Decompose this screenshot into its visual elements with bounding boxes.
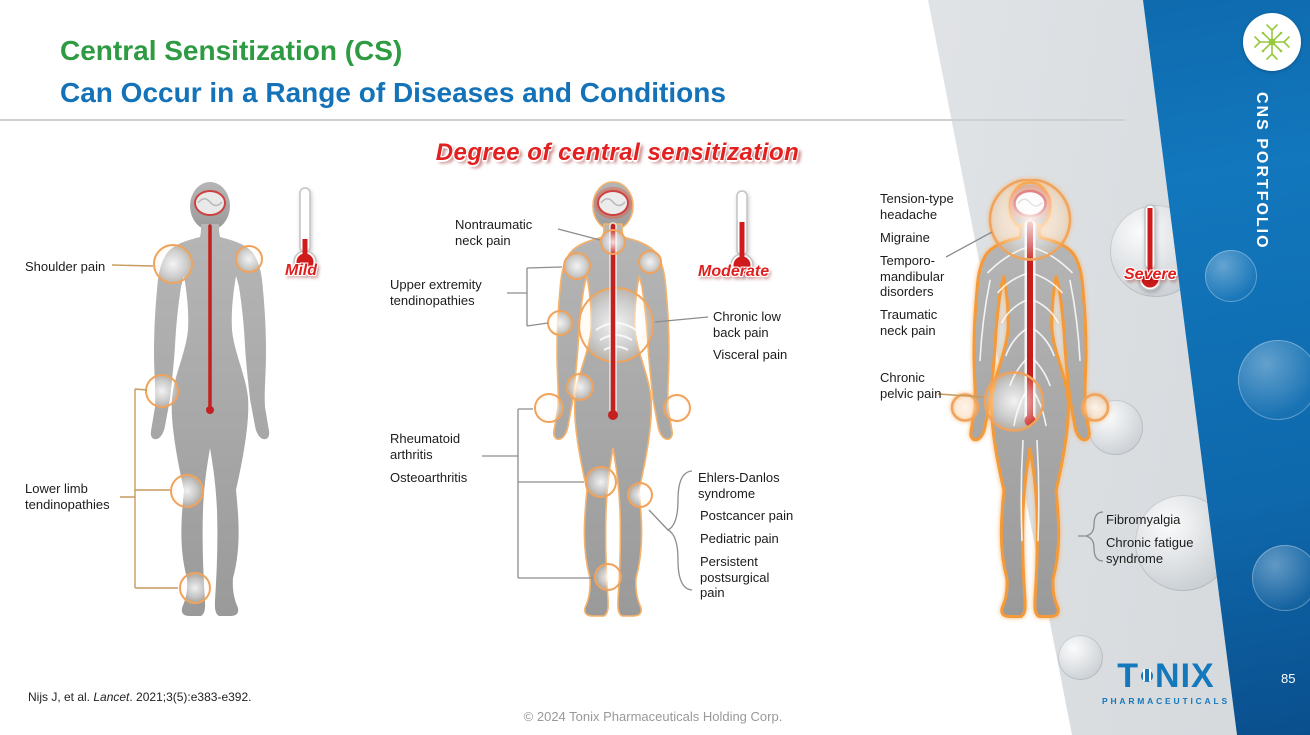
bubble-decoration: [1252, 545, 1310, 611]
citation: Nijs J, et al. Lancet. 2021;3(5):e383-e3…: [28, 690, 251, 704]
thermometer-moderate: [730, 190, 754, 277]
severity-label-mild: Mild: [285, 262, 317, 279]
condition-label: Upper extremity tendinopathies: [390, 277, 482, 308]
condition-label: Chronic pelvic pain: [880, 370, 942, 401]
degree-heading: Degree of central sensitization: [435, 139, 800, 166]
condition-label: Nontraumatic neck pain: [455, 217, 533, 248]
page-number: 85: [1281, 671, 1296, 686]
condition-label: Rheumatoid arthritis: [390, 431, 461, 462]
condition-label: Fibromyalgia: [1106, 512, 1181, 527]
condition-label: Visceral pain: [713, 347, 788, 362]
neuron-logo-icon: [1243, 13, 1301, 71]
condition-label: Postcancer pain: [700, 508, 794, 523]
tonix-brand: T NIX: [1090, 659, 1242, 693]
page-title: Central Sensitization (CS) Can Occur in …: [60, 30, 726, 114]
tonix-tagline: PHARMACEUTICALS: [1102, 696, 1230, 706]
cns-portfolio-label: CNS PORTFOLIO: [1253, 92, 1270, 250]
condition-label: Ehlers-Danlos syndrome: [698, 470, 780, 501]
condition-label: Persistent postsurgical pain: [700, 554, 770, 600]
condition-label: Chronic fatigue syndrome: [1106, 535, 1194, 566]
citation-detail: . 2021;3(5):e383-e392.: [129, 690, 252, 704]
citation-text: Nijs J, et al.: [28, 690, 94, 704]
condition-label: Migraine: [880, 230, 930, 245]
thermometer-mild: [293, 187, 317, 274]
condition-label: Shoulder pain: [25, 259, 106, 274]
condition-label: Tension-type headache: [880, 191, 954, 222]
condition-label: Temporo-mandibular disorders: [880, 253, 945, 299]
condition-label: Traumatic neck pain: [880, 307, 938, 338]
bubble-decoration: [1238, 340, 1310, 420]
condition-label: Pediatric pain: [700, 531, 779, 546]
title-line2: Can Occur in a Range of Diseases and Con…: [60, 77, 726, 108]
citation-journal: Lancet: [93, 690, 130, 704]
brand-letters-nix: NIX: [1155, 657, 1215, 695]
condition-label: Chronic low back pain: [713, 309, 781, 340]
severity-label-severe: Severe: [1124, 266, 1177, 283]
bubble-decoration: [1058, 635, 1103, 680]
tonix-o-power-icon: [1141, 670, 1154, 682]
brand-letter-t: T: [1117, 657, 1140, 695]
bubble-decoration: [1205, 250, 1257, 302]
condition-label: Lower limb tendinopathies: [25, 481, 110, 512]
body-figure-mild: [145, 182, 270, 616]
condition-label: Osteoarthritis: [390, 470, 468, 485]
severity-label-moderate: Moderate: [698, 263, 770, 280]
title-divider: [0, 119, 1125, 121]
thermometer-severe: [1138, 204, 1162, 291]
title-line1: Central Sensitization (CS): [60, 35, 403, 66]
tonix-logo: T NIX PHARMACEUTICALS: [1090, 659, 1242, 706]
copyright-text: © 2024 Tonix Pharmaceuticals Holding Cor…: [523, 709, 783, 724]
body-figure-severe: [950, 179, 1110, 618]
body-figure-moderate: [534, 181, 691, 617]
